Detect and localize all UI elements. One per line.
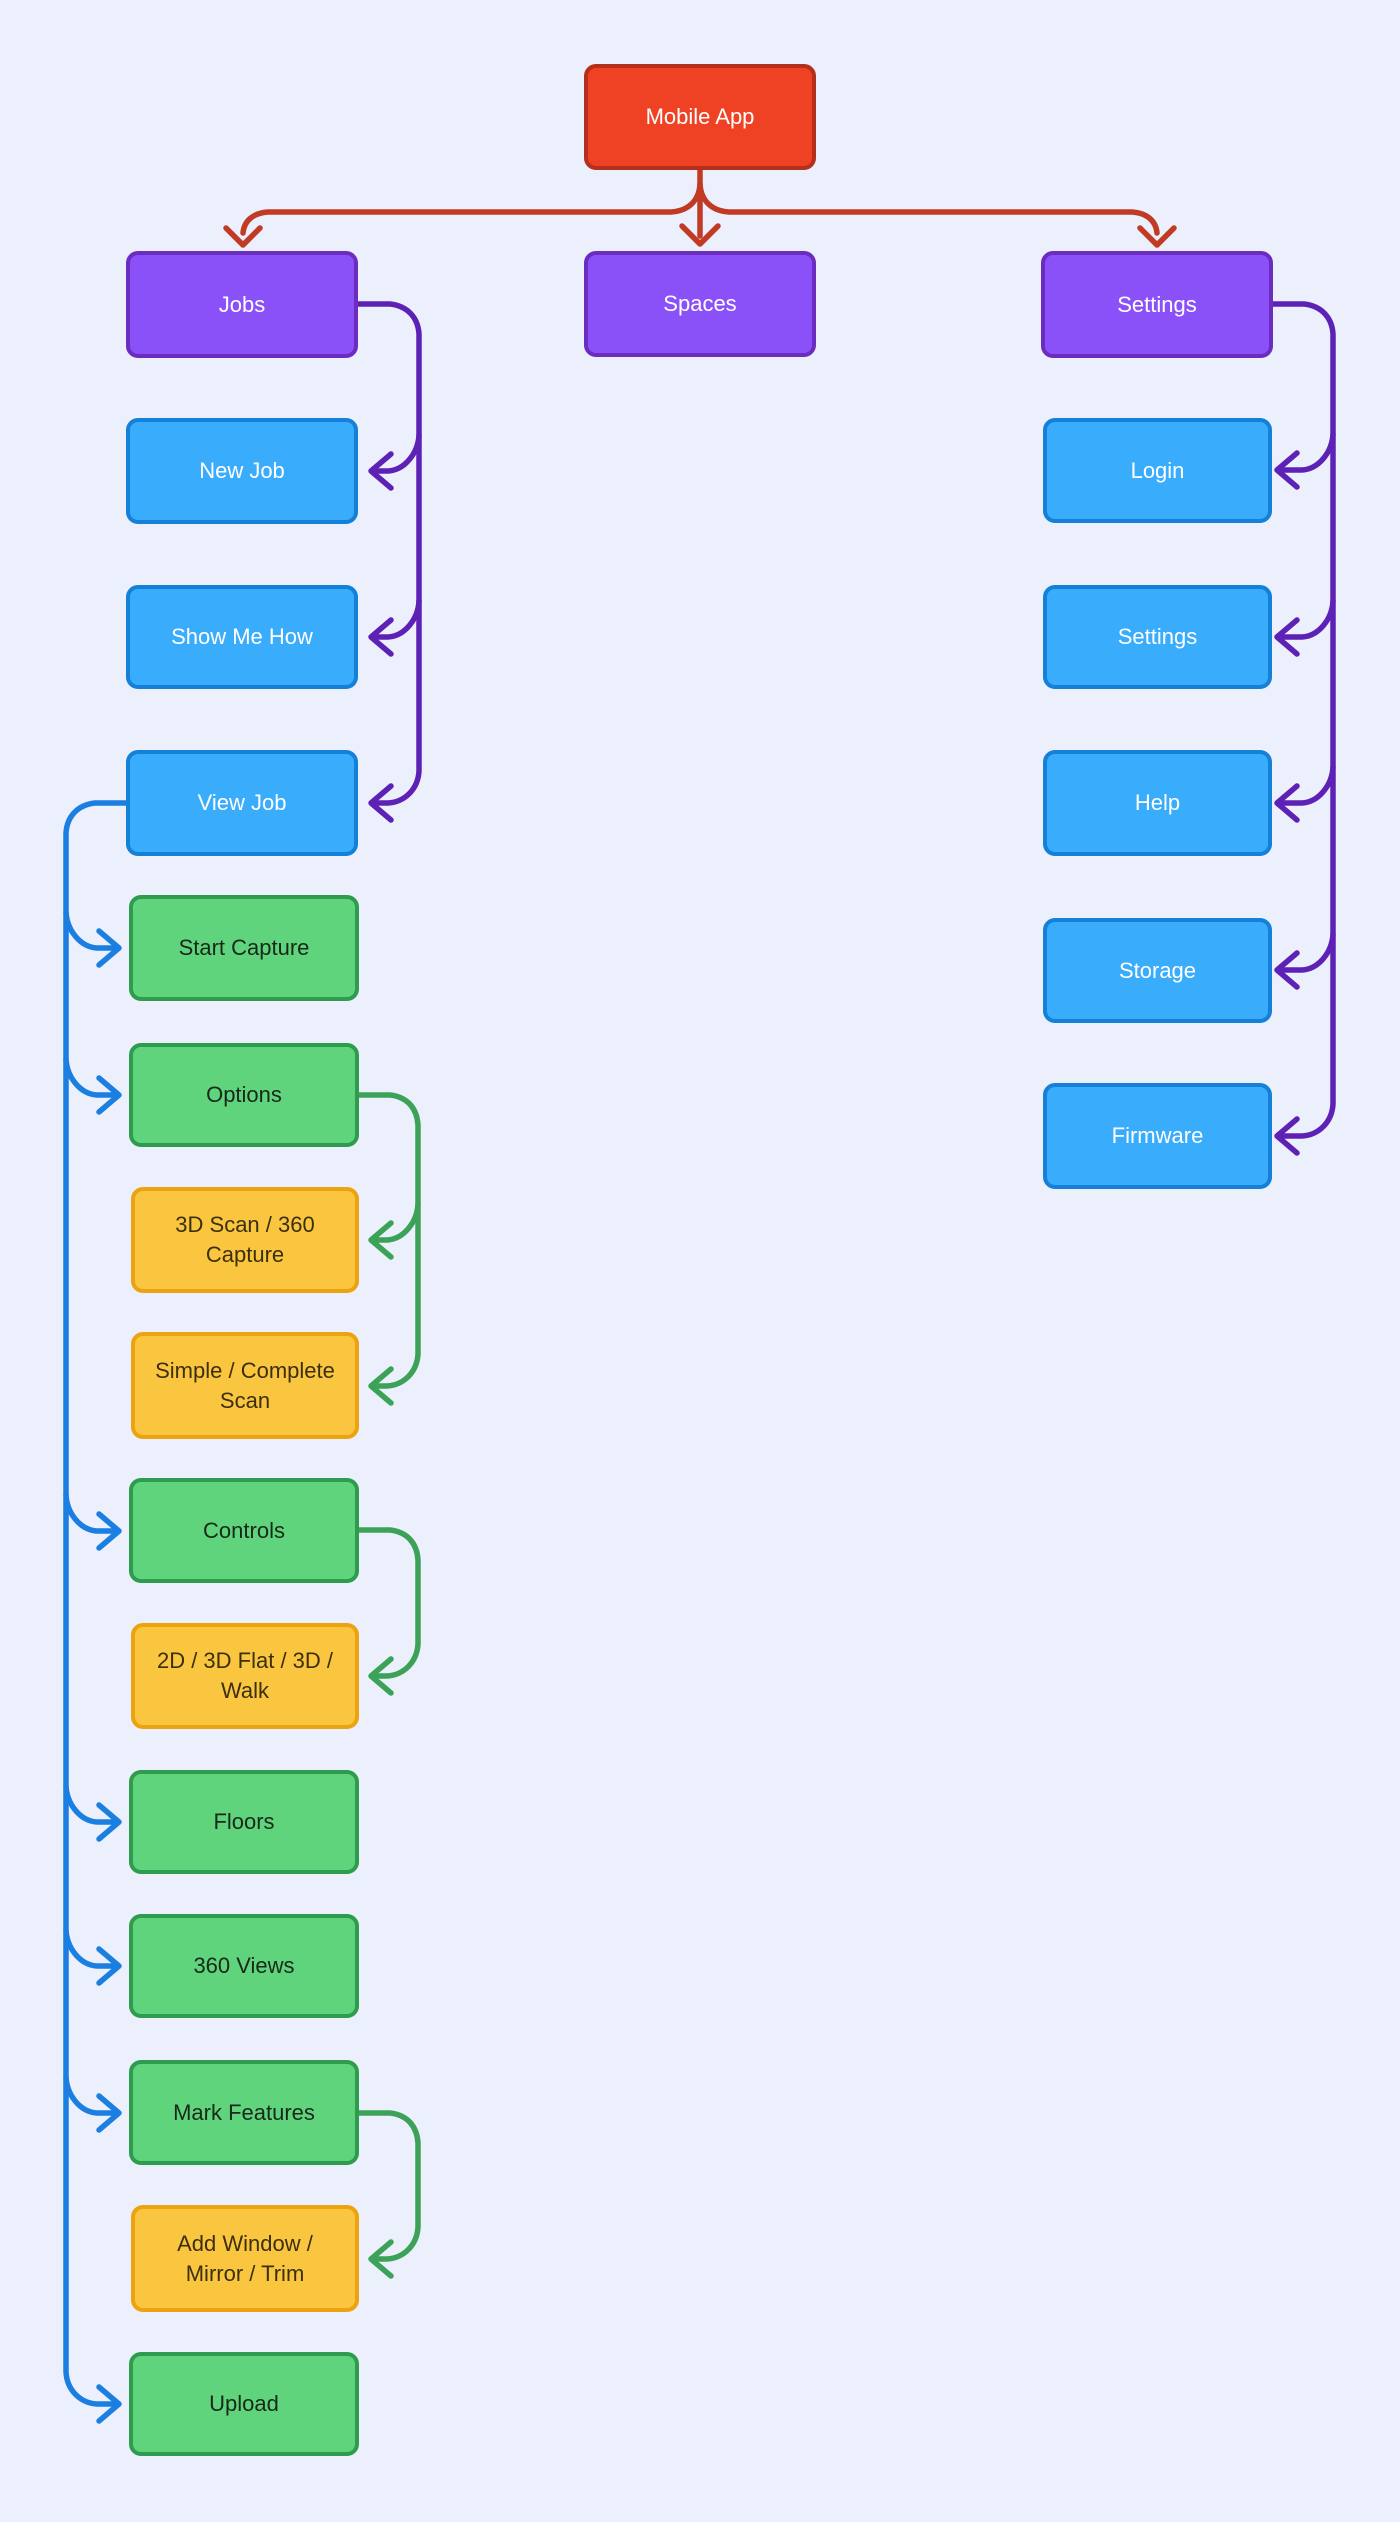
node-storage: Storage	[1043, 918, 1272, 1023]
node-360-views: 360 Views	[129, 1914, 359, 2018]
node-2d-3d-flat-3d-walk: 2D / 3D Flat / 3D / Walk	[131, 1623, 359, 1729]
node-options: Options	[129, 1043, 359, 1147]
connector-options-children	[356, 1092, 421, 1406]
node-add-window-mirror-trim: Add Window / Mirror / Trim	[131, 2205, 359, 2312]
connector-jobs-children	[355, 301, 422, 823]
node-firmware: Firmware	[1043, 1083, 1272, 1189]
node-upload: Upload	[129, 2352, 359, 2456]
node-spaces: Spaces	[584, 251, 816, 357]
node-floors: Floors	[129, 1770, 359, 1874]
node-simple-complete-scan: Simple / Complete Scan	[131, 1332, 359, 1439]
node-view-job: View Job	[126, 750, 358, 856]
node-3d-scan-360-capture: 3D Scan / 360 Capture	[131, 1187, 359, 1293]
node-show-me-how: Show Me How	[126, 585, 358, 689]
connector-view-job-children	[63, 800, 129, 2424]
connector-mobile-app-children	[223, 167, 1177, 248]
node-new-job: New Job	[126, 418, 358, 524]
node-settings-sub: Settings	[1043, 585, 1272, 689]
node-start-capture: Start Capture	[129, 895, 359, 1001]
node-controls: Controls	[129, 1478, 359, 1583]
connector-mark-features-children	[356, 2110, 421, 2279]
node-mark-features: Mark Features	[129, 2060, 359, 2165]
node-settings: Settings	[1041, 251, 1273, 358]
node-mobile-app: Mobile App	[584, 64, 816, 170]
connector-settings-children	[1270, 301, 1336, 1156]
node-jobs: Jobs	[126, 251, 358, 358]
node-login: Login	[1043, 418, 1272, 523]
connector-controls-children	[356, 1527, 421, 1696]
node-help: Help	[1043, 750, 1272, 856]
